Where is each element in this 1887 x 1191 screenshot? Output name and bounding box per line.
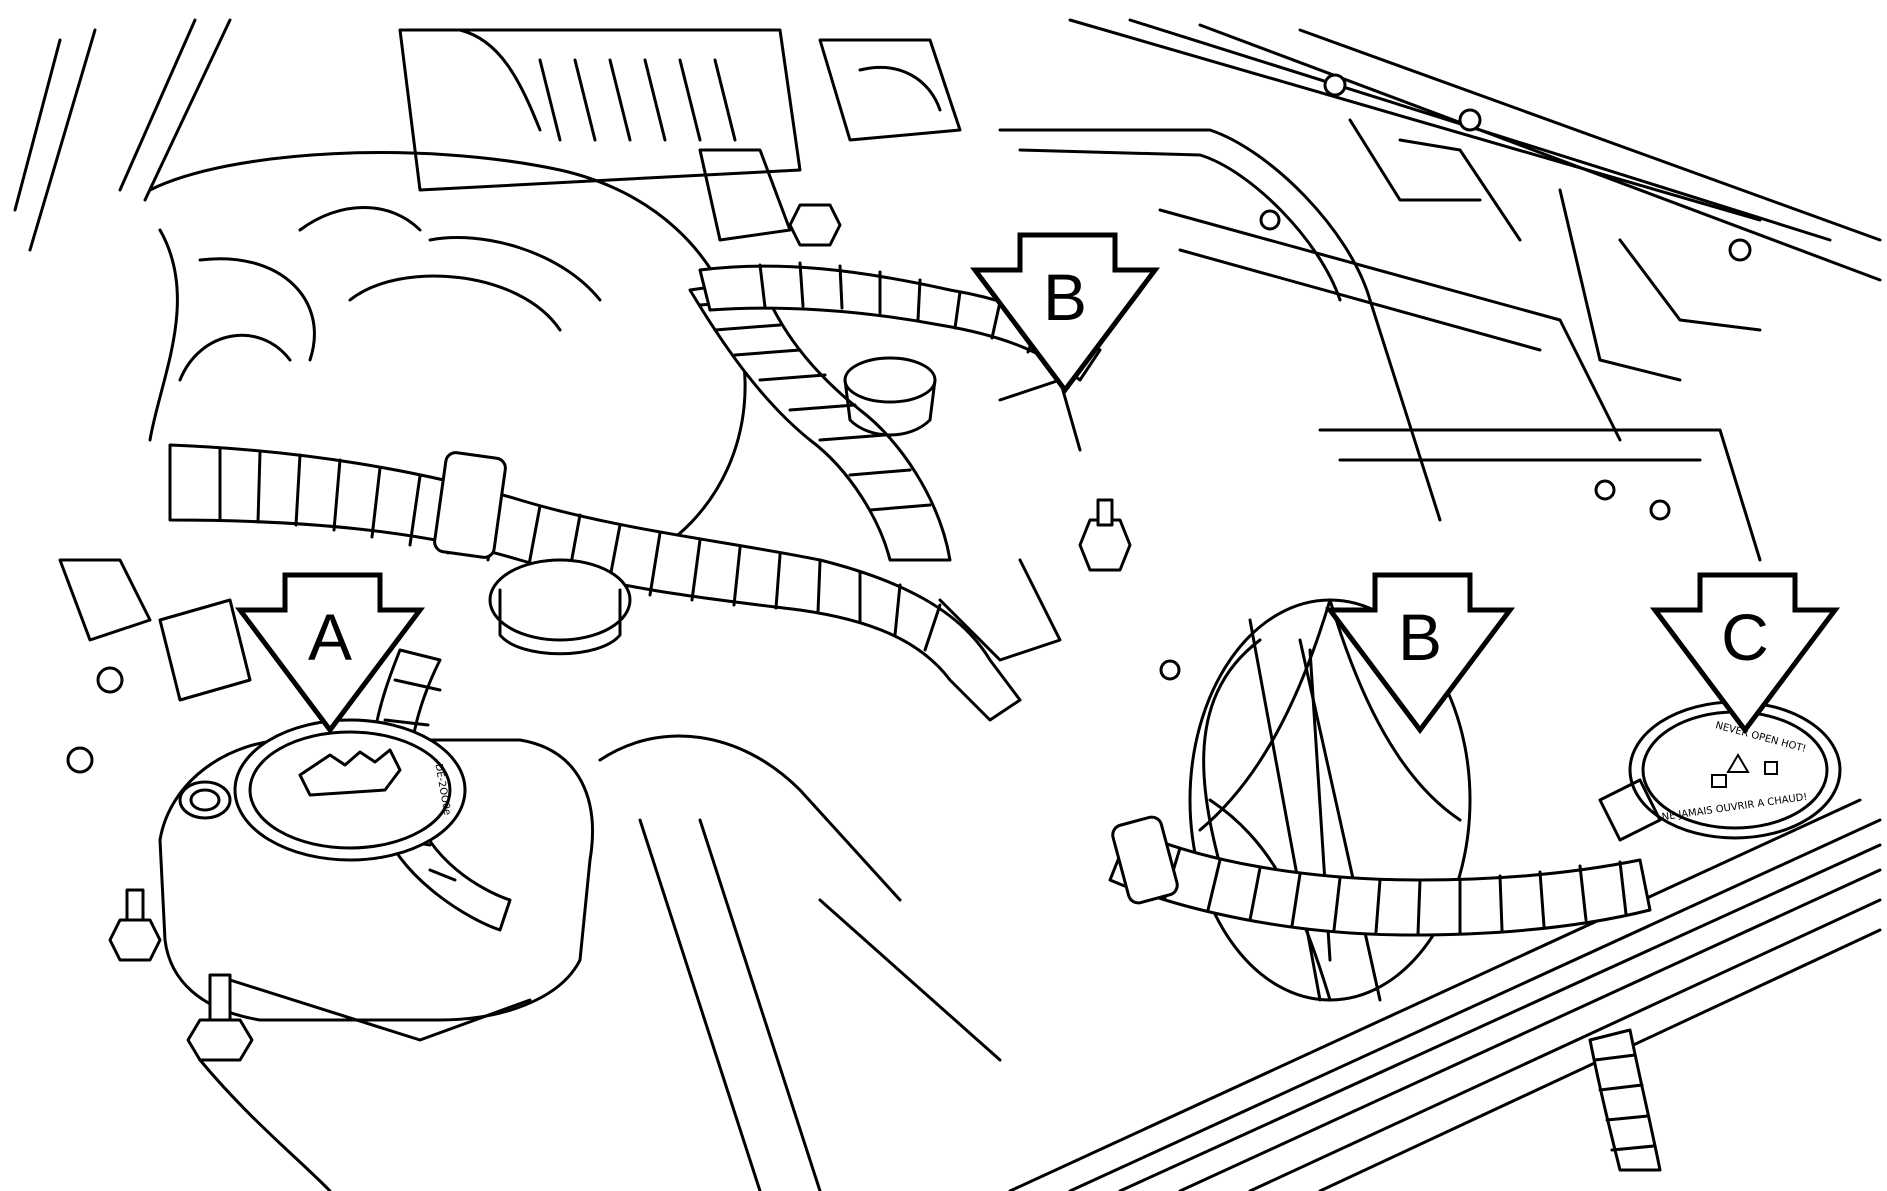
cooling-fan bbox=[1188, 598, 1472, 1002]
lower-hose bbox=[1108, 815, 1652, 937]
right-hose bbox=[1588, 1028, 1662, 1172]
callout-a: A bbox=[235, 572, 425, 735]
fluid-caps bbox=[488, 356, 937, 656]
brackets bbox=[58, 148, 1662, 842]
callout-b-top-label: B bbox=[1043, 260, 1087, 334]
radiator-cap: NEVER OPEN HOT! NE JAMAIS OUVRIR A CHAUD… bbox=[1628, 700, 1842, 840]
callout-b-right: B bbox=[1325, 572, 1515, 735]
hood-edge-lines bbox=[13, 18, 1882, 282]
hand-icon bbox=[1764, 761, 1778, 775]
bolts bbox=[66, 73, 1752, 1062]
air-box bbox=[398, 28, 962, 192]
intake-manifold bbox=[148, 151, 747, 562]
coolant-reservoir bbox=[158, 734, 1002, 1191]
callout-c: C bbox=[1650, 572, 1840, 735]
reservoir-cap: DE-2OO0e bbox=[178, 718, 467, 862]
steam-icon bbox=[1711, 774, 1727, 788]
callout-c-label: C bbox=[1721, 600, 1769, 674]
callout-b-top: B bbox=[970, 232, 1160, 395]
callout-b-right-label: B bbox=[1398, 600, 1442, 674]
warning-icon bbox=[1726, 753, 1750, 773]
upper-hose bbox=[168, 443, 1022, 722]
vertical-hose bbox=[688, 278, 952, 562]
reservoir-warning-icon bbox=[298, 748, 402, 797]
callout-a-label: A bbox=[308, 600, 352, 674]
